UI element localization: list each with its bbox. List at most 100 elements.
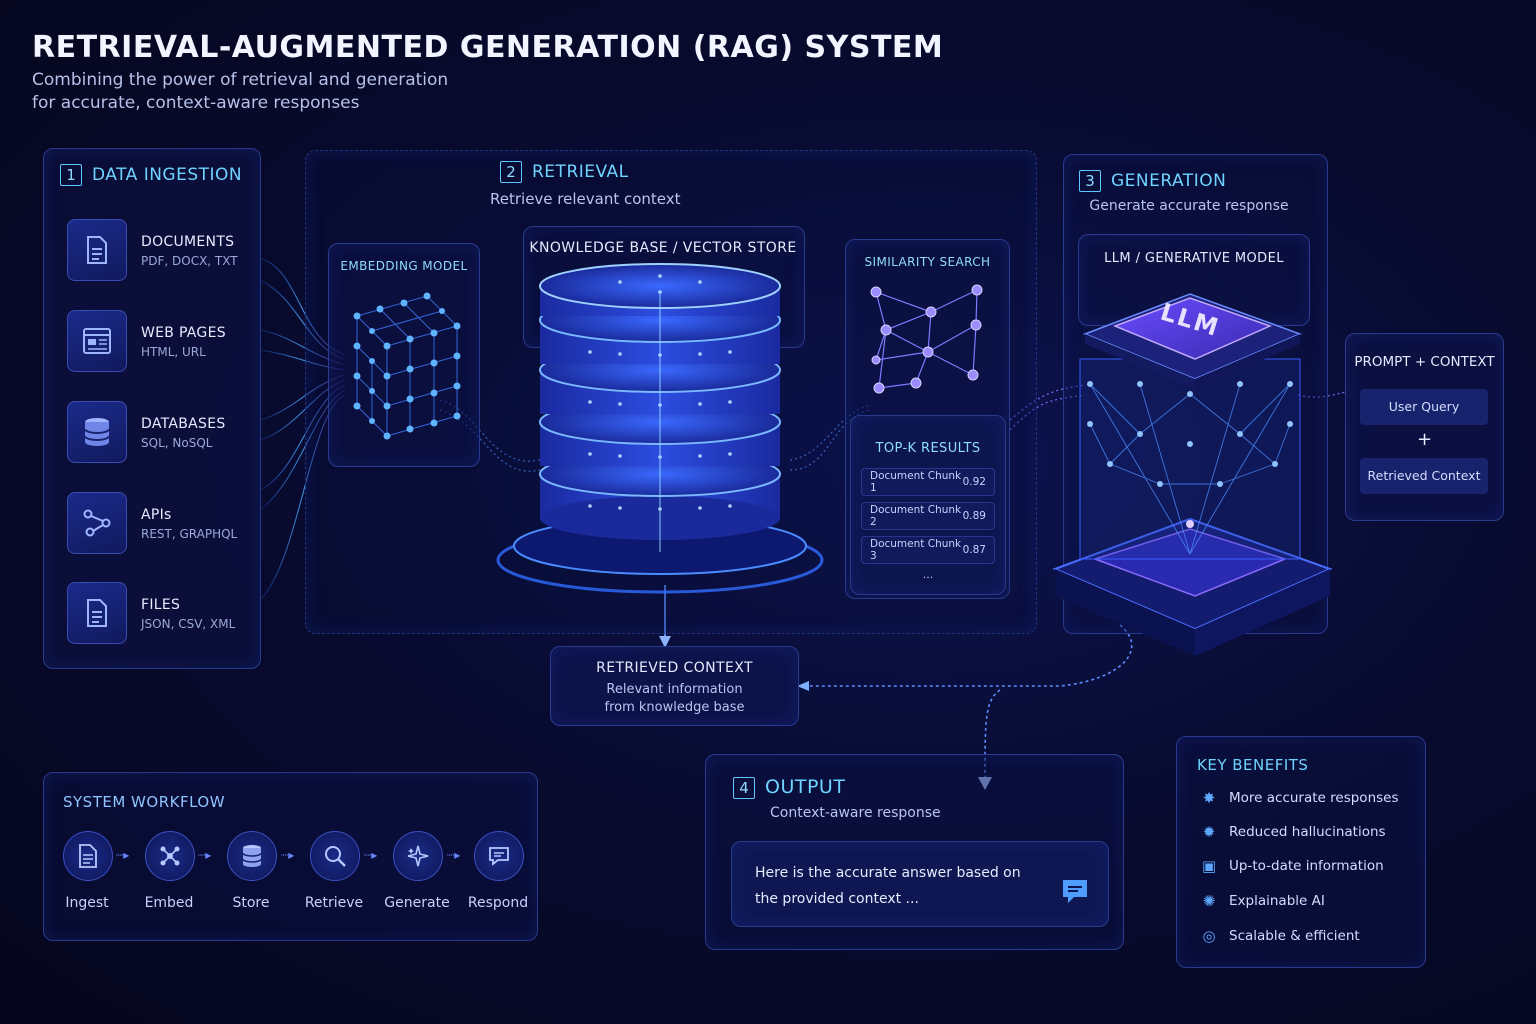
- embedding-model-label: EMBEDDING MODEL: [340, 259, 468, 273]
- benefit-item: ✸ More accurate responses: [1197, 789, 1399, 807]
- output-title: OUTPUT: [765, 776, 846, 798]
- source-name: DOCUMENTS: [141, 234, 235, 250]
- sparkle-icon: [393, 831, 443, 881]
- chat-icon: [1060, 876, 1090, 910]
- topk-results-box: TOP-K RESULTS Document Chunk 1 0.92 Docu…: [850, 415, 1006, 595]
- response-line-1: Here is the accurate answer based on: [755, 865, 1021, 881]
- retrieved-context-line-1: Relevant information: [606, 682, 743, 697]
- similarity-search-box: SIMILARITY SEARCH TOP-K RESULTS Document…: [845, 239, 1010, 599]
- workflow-arrow: ┈▸: [281, 848, 295, 862]
- benefits-title: KEY BENEFITS: [1197, 756, 1309, 774]
- llm-model-label: LLM / GENERATIVE MODEL: [1104, 251, 1284, 266]
- workflow-step-label: Generate: [384, 895, 450, 911]
- retrieved-context-title: RETRIEVED CONTEXT: [596, 660, 753, 676]
- retrieved-context-chip: Retrieved Context: [1360, 458, 1488, 494]
- topk-result-row: Document Chunk 2 0.89: [861, 502, 995, 530]
- benefit-label: Up-to-date information: [1229, 858, 1384, 874]
- document-icon: [63, 831, 113, 881]
- llm-to-output-flow: [805, 624, 1133, 781]
- document-icon: [67, 219, 127, 281]
- response-line-2: the provided context ...: [755, 891, 919, 907]
- data-ingestion-panel: 1 DATA INGESTION DOCUMENTS PDF, DOCX, TXT…: [43, 148, 261, 669]
- benefit-label: More accurate responses: [1229, 790, 1399, 806]
- vector-store-cylinder-graphic: [496, 263, 824, 594]
- similarity-graph-graphic: [870, 284, 983, 394]
- calendar-icon: ▣: [1201, 857, 1217, 875]
- output-subtitle: Context-aware response: [770, 805, 941, 821]
- topk-title: TOP-K RESULTS: [875, 441, 981, 456]
- topk-result-row: Document Chunk 1 0.92: [861, 468, 995, 496]
- generation-title: GENERATION: [1111, 171, 1227, 191]
- plus-sign: +: [1416, 429, 1433, 450]
- target-icon: ✸: [1202, 789, 1216, 807]
- benefit-item: ◎ Scalable & efficient: [1197, 927, 1360, 945]
- source-name: APIs: [141, 507, 172, 523]
- benefit-label: Reduced hallucinations: [1229, 824, 1386, 840]
- response-bubble: Here is the accurate answer based on the…: [731, 841, 1109, 927]
- shield-icon: ✹: [1202, 823, 1216, 841]
- topk-more: ...: [922, 568, 934, 581]
- page-subtitle: Combining the power of retrieval and gen…: [32, 69, 448, 115]
- bulb-icon: ✺: [1202, 892, 1216, 910]
- workflow-arrow: ┈▸: [198, 848, 212, 862]
- retrieval-title: RETRIEVAL: [532, 162, 629, 182]
- scale-icon: ◎: [1202, 927, 1216, 945]
- result-score: 0.87: [962, 544, 986, 556]
- benefit-item: ✺ Explainable AI: [1197, 892, 1325, 910]
- search-to-llm-flow: [1009, 384, 1086, 431]
- chat-icon: [474, 831, 524, 881]
- vector-store-label: KNOWLEDGE BASE / VECTOR STORE: [529, 240, 797, 256]
- workflow-step-label: Respond: [467, 895, 529, 911]
- workflow-arrow: ┈▸: [116, 848, 130, 862]
- benefit-label: Explainable AI: [1229, 893, 1325, 909]
- step-number: 3: [1079, 170, 1101, 192]
- benefit-item: ✹ Reduced hallucinations: [1197, 823, 1386, 841]
- store-to-context-arrowhead: [659, 636, 671, 648]
- source-desc: REST, GRAPHQL: [141, 527, 238, 541]
- prompt-context-box: PROMPT + CONTEXT User Query + Retrieved …: [1345, 333, 1504, 521]
- source-desc: HTML, URL: [141, 345, 206, 359]
- workflow-arrow: ┈▸: [447, 848, 461, 862]
- workflow-step-label: Ingest: [65, 895, 109, 911]
- similarity-search-label: SIMILARITY SEARCH: [864, 255, 991, 269]
- llm-to-prompt-flow: [1297, 391, 1347, 398]
- ingestion-header: 1 DATA INGESTION: [60, 164, 242, 186]
- subtitle-line-1: Combining the power of retrieval and gen…: [32, 70, 449, 90]
- workflow-step-label: Embed: [144, 895, 194, 911]
- retrieved-context-line-2: from knowledge base: [604, 700, 745, 715]
- workflow-step-label: Retrieve: [304, 895, 364, 911]
- embedding-cube-graphic: [353, 292, 461, 440]
- source-name: FILES: [141, 597, 181, 613]
- result-score: 0.89: [962, 510, 986, 522]
- ingestion-title: DATA INGESTION: [92, 165, 243, 185]
- key-benefits-panel: KEY BENEFITS ✸ More accurate responses ✹ R…: [1176, 736, 1426, 968]
- api-icon: [67, 492, 127, 554]
- benefit-label: Scalable & efficient: [1229, 928, 1360, 944]
- step-number: 1: [60, 164, 82, 186]
- source-desc: PDF, DOCX, TXT: [141, 254, 238, 268]
- result-chunk: Document Chunk 2: [870, 504, 962, 528]
- generation-subtitle: Generate accurate response: [1089, 198, 1289, 214]
- search-icon: [310, 831, 360, 881]
- workflow-title: SYSTEM WORKFLOW: [63, 793, 226, 811]
- generation-header: 3 GENERATION: [1079, 170, 1226, 192]
- network-icon: [145, 831, 195, 881]
- source-name: WEB PAGES: [141, 325, 226, 341]
- source-desc: SQL, NoSQL: [141, 436, 213, 450]
- workflow-arrow: ┈▸: [364, 848, 378, 862]
- file-icon: [67, 582, 127, 644]
- retrieval-subtitle: Retrieve relevant context: [490, 190, 681, 208]
- source-desc: JSON, CSV, XML: [141, 617, 236, 631]
- retrieved-context-box: RETRIEVED CONTEXT Relevant information f…: [550, 646, 799, 726]
- source-name: DATABASES: [141, 416, 226, 432]
- workflow-step-label: Store: [232, 895, 270, 911]
- prompt-context-title: PROMPT + CONTEXT: [1354, 354, 1495, 370]
- retrieved-context-arrowhead: [797, 681, 809, 691]
- benefit-item: ▣ Up-to-date information: [1197, 857, 1384, 875]
- output-arrowhead: [978, 777, 992, 790]
- llm-graphic: [1052, 293, 1332, 656]
- result-score: 0.92: [962, 476, 986, 488]
- result-chunk: Document Chunk 1: [870, 470, 962, 494]
